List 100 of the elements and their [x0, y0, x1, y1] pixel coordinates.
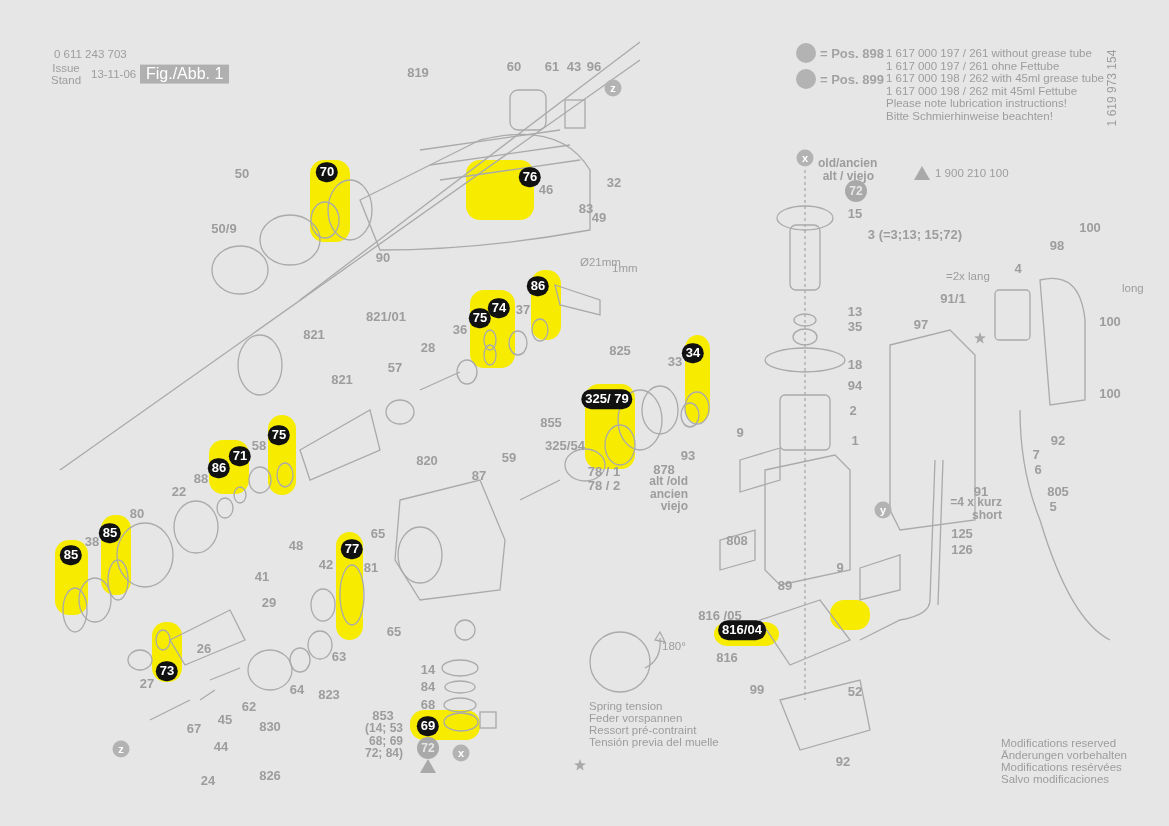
- part-number: 78 / 2: [587, 479, 621, 493]
- callout-number: 86: [526, 276, 550, 296]
- part-number: 61: [544, 60, 560, 74]
- note-text: Spring tension: [589, 699, 663, 713]
- part-number: 89: [777, 579, 793, 593]
- part-number: (14; 53 68; 69 72; 84): [363, 722, 403, 760]
- part-number: 28: [420, 341, 436, 355]
- part-number: 62: [241, 700, 257, 714]
- part-number: 58: [251, 439, 267, 453]
- note-text: Änderungen vorbehalten: [1001, 748, 1127, 762]
- note-text: 180°: [662, 639, 686, 653]
- part-number: 13: [847, 305, 863, 319]
- part-number: 821: [331, 373, 353, 387]
- part-number: 52: [847, 685, 863, 699]
- legend-text: = Pos. 898: [820, 45, 884, 61]
- part-number: 84: [420, 680, 436, 694]
- part-number: 4: [1014, 262, 1022, 276]
- note-text: 1 617 000 198 / 262 mit 45ml Fettube: [886, 84, 1078, 98]
- part-number: 96: [586, 60, 602, 74]
- note-text: Bitte Schmierhinweise beachten!: [886, 109, 1053, 123]
- part-number: 35: [847, 320, 863, 334]
- part-number: 44: [213, 740, 229, 754]
- part-number: 100: [1079, 221, 1101, 235]
- part-number: 50: [234, 167, 250, 181]
- part-number: 49: [591, 211, 607, 225]
- reference-letter: x: [452, 744, 470, 762]
- part-number: 1: [851, 434, 859, 448]
- part-number: 68: [420, 698, 436, 712]
- part-number: 37: [515, 303, 531, 317]
- note-text: 1 617 000 197 / 261 without grease tube: [886, 46, 1092, 60]
- note-text: long: [1122, 281, 1144, 295]
- part-number: 83: [578, 202, 594, 216]
- part-number: 9: [836, 561, 844, 575]
- part-number: 7: [1032, 448, 1040, 462]
- part-number: 27: [139, 677, 155, 691]
- part-number: 29: [261, 596, 277, 610]
- note-text: =2x lang: [946, 269, 990, 283]
- reference-letter: y: [874, 501, 892, 519]
- part-number: 63: [331, 650, 347, 664]
- part-number: 57: [387, 361, 403, 375]
- part-number: 5: [1049, 500, 1057, 514]
- part-number: 14: [420, 663, 436, 677]
- part-number: =4 x kurz short: [950, 496, 1002, 522]
- document-number: 1 619 973 154: [1105, 49, 1119, 127]
- part-number: 78 / 1: [587, 465, 621, 479]
- note-text: Feder vorspannen: [589, 711, 683, 725]
- part-number: 819: [407, 66, 429, 80]
- part-number: 43: [566, 60, 582, 74]
- reference-letter: z: [604, 79, 622, 97]
- part-number: 91: [973, 485, 989, 499]
- part-number: 90: [375, 251, 391, 265]
- part-number: 805: [1047, 485, 1069, 499]
- part-number: 32: [606, 176, 622, 190]
- note-text: 1 617 000 198 / 262 with 45ml grease tube: [886, 71, 1105, 85]
- callout-number: 325/ 79: [581, 389, 633, 409]
- part-number: 100: [1099, 387, 1121, 401]
- note-text: 1 617 000 197 / 261 ohne Fettube: [886, 59, 1060, 73]
- part-number: 41: [254, 570, 270, 584]
- part-number: 126: [951, 543, 973, 557]
- part-number: 821: [303, 328, 325, 342]
- reference-letter: x: [796, 149, 814, 167]
- part-number: 50/9: [211, 222, 237, 236]
- part-number: 81: [363, 561, 379, 575]
- part-number: 830: [259, 720, 281, 734]
- note-text: 0 611 243 703: [54, 47, 127, 61]
- part-number: 99: [749, 683, 765, 697]
- part-number: 9: [736, 426, 744, 440]
- note-text: Please note lubrication instructions!: [886, 96, 1067, 110]
- note-text: Issue Stand: [49, 61, 83, 87]
- note-text: 13-11-06: [91, 67, 137, 81]
- part-number: 65: [370, 527, 386, 541]
- part-number: 38: [84, 535, 100, 549]
- note-text: 1 900 210 100: [935, 166, 1009, 180]
- part-number: 88: [193, 472, 209, 486]
- part-number: 325/54: [545, 439, 585, 453]
- part-number: 816: [716, 651, 738, 665]
- note-text: Modifications reserved: [1001, 736, 1117, 750]
- part-number: 18: [847, 358, 863, 372]
- part-number: 878: [653, 463, 675, 477]
- part-number: 92: [835, 755, 851, 769]
- part-number: 65: [386, 625, 402, 639]
- part-number: 48: [288, 539, 304, 553]
- part-number: 15: [847, 207, 863, 221]
- part-number: 87: [471, 469, 487, 483]
- part-number: 67: [186, 722, 202, 736]
- part-number: 64: [289, 683, 305, 697]
- part-number: 6: [1034, 463, 1042, 477]
- part-number: 22: [171, 485, 187, 499]
- part-number: 98: [1049, 239, 1065, 253]
- part-number: 92: [1050, 434, 1066, 448]
- figure-label: Fig./Abb. 1: [140, 64, 230, 84]
- part-number: 24: [200, 774, 216, 788]
- part-number: 91/1: [940, 292, 966, 306]
- callout-number: 816/04: [718, 620, 766, 640]
- part-number: 36: [452, 323, 468, 337]
- part-number: 853: [372, 709, 394, 723]
- part-number: 2: [849, 404, 857, 418]
- legend-text: = Pos. 899: [820, 71, 884, 87]
- note-text: Modifications resérvées: [1001, 760, 1122, 774]
- callout-number: 34: [681, 343, 705, 363]
